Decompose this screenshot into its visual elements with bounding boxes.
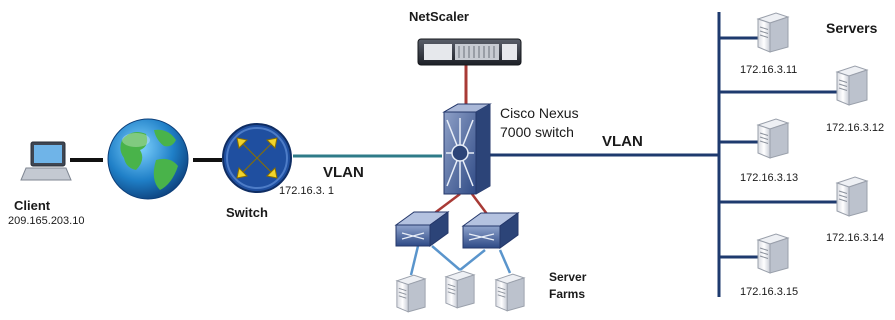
servers-label: Servers [826, 20, 878, 36]
server-ip-label: 172.16.3.15 [740, 286, 799, 298]
server-icon [757, 12, 789, 53]
laptop-icon [20, 141, 72, 181]
server-ip-label: 172.16.3.11 [740, 64, 798, 76]
cisco-nexus-label-line2: 7000 switch [500, 124, 574, 140]
cisco-nexus-label: Cisco Nexus [500, 105, 579, 121]
switch-ip-label: 172.16.3. 1 [279, 185, 335, 197]
server-vlan-bus [717, 12, 845, 297]
cisco-nexus-switch [442, 103, 492, 195]
client-label: Client [14, 198, 51, 213]
server-farms-label-line2: Farms [549, 287, 586, 301]
globe-icon [107, 118, 189, 200]
server-farms-label: Server [549, 270, 587, 284]
switch-label: Switch [226, 205, 268, 220]
server-farm-switch-left [394, 211, 450, 247]
farm-server-icon [396, 274, 426, 313]
server-icon [757, 118, 789, 159]
server-farm-switch-right [461, 212, 520, 249]
server-ip-label: 172.16.3.14 [826, 232, 885, 244]
server-icon [836, 176, 868, 217]
netscaler-appliance [417, 38, 522, 66]
server-farm-links [409, 245, 512, 276]
server-icon [836, 65, 868, 106]
farm-server-icon [495, 273, 525, 312]
server-ip-label: 172.16.3.12 [826, 122, 885, 134]
vlan-label-right: VLAN [602, 133, 643, 150]
server-ip-label: 172.16.3.13 [740, 172, 799, 184]
farm-server-icon [445, 270, 475, 309]
client-ip-label: 209.165.203.10 [8, 215, 85, 227]
vlan-label-left: VLAN [323, 164, 364, 181]
switch-icon [222, 123, 292, 193]
server-icon [757, 233, 789, 274]
netscaler-label: NetScaler [409, 9, 469, 24]
